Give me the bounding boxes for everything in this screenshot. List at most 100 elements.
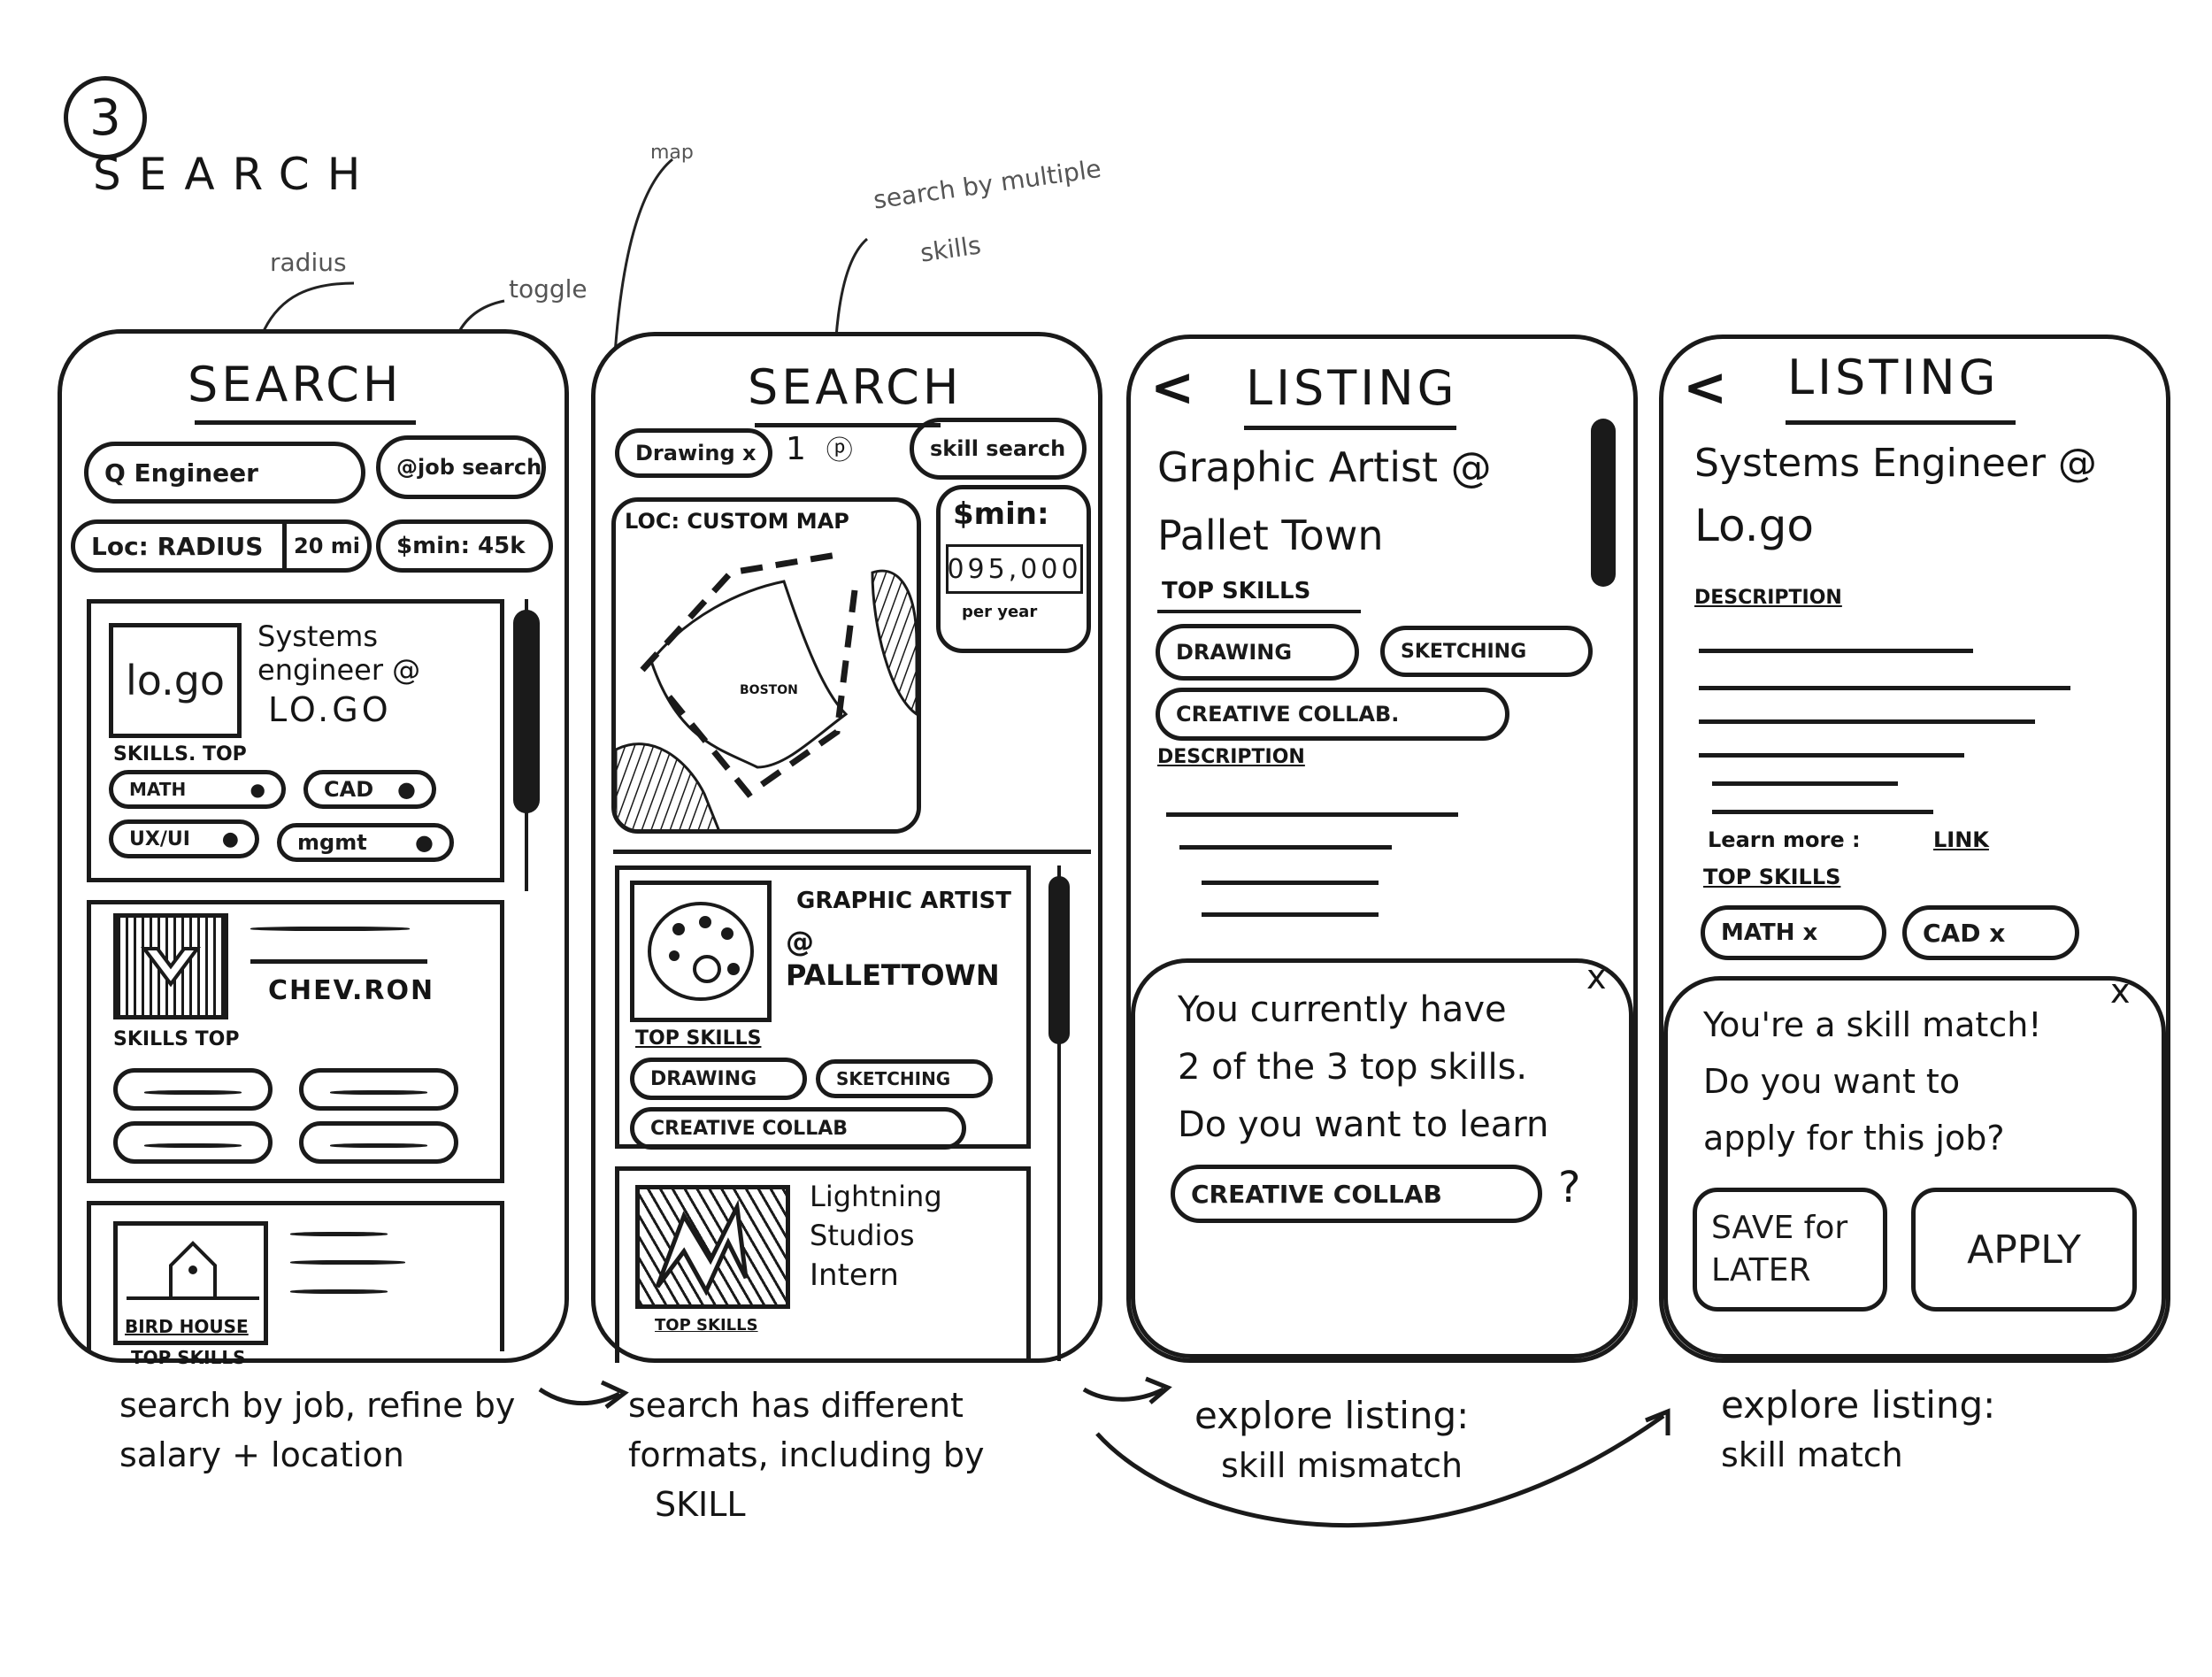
note-toggle: toggle — [509, 274, 588, 304]
salary-input[interactable]: 095,000 — [946, 544, 1083, 594]
close-icon[interactable]: x — [2110, 972, 2131, 1011]
skill-chip-label: CREATIVE COLLAB — [650, 1117, 849, 1140]
min-salary-panel[interactable]: $min: 095,000 per year — [936, 485, 1091, 653]
skill-chip-drawing[interactable]: DRAWING — [630, 1058, 807, 1100]
screen1-title-underline — [195, 420, 416, 425]
skill-chip-drawing[interactable]: DRAWING — [1156, 624, 1359, 681]
skill-chip-label: DRAWING — [1176, 640, 1293, 665]
skill-chip-placeholder[interactable] — [113, 1121, 273, 1164]
search-input-value: Q Engineer — [104, 458, 258, 488]
salary-label: $min: 45k — [396, 533, 526, 559]
skill-chip-cad[interactable]: CAD x — [1902, 905, 2079, 960]
card2-title-1: Lightning — [810, 1180, 942, 1213]
caption-line: explore listing: — [1194, 1394, 1470, 1437]
toggle-label: @job search — [396, 455, 542, 480]
skill-chip-mgmt[interactable]: mgmt● — [277, 823, 454, 862]
scrollbar-track[interactable] — [525, 599, 528, 891]
job-card-chevron[interactable]: CHEV.RON SKILLS TOP — [87, 900, 504, 1183]
scrollbar-track[interactable] — [1057, 865, 1061, 1361]
placeholder-line — [1166, 812, 1458, 817]
screen3-title-underline — [1244, 426, 1456, 430]
description-header: DESCRIPTION — [1157, 746, 1305, 768]
skill-chip-drawing[interactable]: Drawing x — [615, 428, 772, 478]
screen-search-skill: SEARCH Drawing x 1 ⓟ skill search LOC: C… — [591, 332, 1102, 1363]
location-radius-field[interactable]: Loc: RADIUS 20 mi — [71, 519, 372, 573]
skill-chip-placeholder[interactable] — [299, 1121, 458, 1164]
card1-title-1: GRAPHIC ARTIST — [796, 888, 1011, 914]
learn-skill-chip-creative-collab[interactable]: CREATIVE COLLAB — [1171, 1165, 1542, 1223]
screen3-title: LISTING — [1246, 360, 1458, 416]
skill-chip-label: SKETCHING — [836, 1068, 951, 1089]
job-search-toggle[interactable]: @job search — [376, 435, 546, 499]
placeholder-line — [1712, 810, 1933, 814]
skill-chip-label: CREATIVE COLLAB. — [1176, 702, 1400, 727]
placeholder-line — [1699, 719, 2035, 724]
job-title-line-1: Graphic Artist @ — [1157, 443, 1492, 491]
min-salary-field[interactable]: $min: 45k — [376, 519, 553, 573]
skill-chip-cad[interactable]: CAD● — [303, 770, 436, 809]
card1-title-1: Systems — [257, 619, 378, 653]
screen-listing-match: < LISTING Systems Engineer @ Lo.go DESCR… — [1659, 335, 2170, 1363]
salary-label: $min: — [953, 496, 1049, 532]
scrollbar-thumb[interactable] — [1591, 419, 1616, 587]
bird-house-logo: BIRD HOUSE — [113, 1221, 268, 1345]
card2-title-2: Studios — [810, 1219, 915, 1252]
skill-chip-creative-collab[interactable]: CREATIVE COLLAB — [630, 1107, 966, 1150]
caption-screen1: search by job, refine by salary + locati… — [119, 1381, 515, 1480]
caption-screen3: explore listing: skill mismatch — [1194, 1391, 1469, 1490]
palette-logo-icon — [630, 881, 772, 1022]
note-map: map — [650, 142, 694, 164]
skill-chip-creative-collab[interactable]: CREATIVE COLLAB. — [1156, 688, 1509, 741]
learn-more-link[interactable]: LINK — [1933, 827, 1989, 852]
caption-line: search has different — [628, 1386, 964, 1425]
caption-line: salary + location — [119, 1435, 404, 1474]
skill-chip-label: mgmt — [297, 830, 367, 855]
location-label: Loc: RADIUS — [91, 531, 264, 561]
skill-search-toggle[interactable]: skill search — [910, 418, 1087, 480]
skill-chip-math[interactable]: MATH x — [1701, 905, 1886, 960]
screen4-title-underline — [1786, 420, 2016, 425]
card2-company: CHEV.RON — [268, 975, 435, 1006]
close-icon[interactable]: x — [1586, 958, 1607, 996]
section-divider — [613, 850, 1091, 854]
card2-skills-header: SKILLS TOP — [113, 1028, 240, 1050]
placeholder-line — [1699, 649, 1973, 653]
skill-chip-sketching[interactable]: SKETCHING — [816, 1059, 993, 1098]
radius-value[interactable]: 20 mi — [282, 524, 367, 568]
card1-title-2: engineer @ — [257, 653, 421, 687]
bird-house-icon — [127, 1241, 259, 1300]
skill-match-popup: x You're a skill match! Do you want to a… — [1663, 972, 2166, 1358]
skill-chip-placeholder[interactable] — [299, 1068, 458, 1111]
card1-title-2: @ PALLETTOWN — [786, 925, 1000, 992]
skill-chip-ux-ui[interactable]: UX/UI● — [109, 819, 259, 858]
bird-house-label: BIRD HOUSE — [125, 1316, 249, 1337]
save-for-later-button[interactable]: SAVE for LATER — [1693, 1188, 1887, 1312]
back-chevron-icon[interactable]: < — [1683, 357, 1728, 419]
placeholder-line — [1712, 781, 1898, 786]
caption-line: explore listing: — [1721, 1383, 1996, 1427]
add-skill-slot[interactable]: 1 ⓟ — [786, 431, 853, 467]
placeholder-line — [1202, 912, 1379, 917]
back-chevron-icon[interactable]: < — [1150, 357, 1195, 419]
map-city-label: BOSTON — [740, 683, 798, 697]
skill-chip-math[interactable]: MATH● — [109, 770, 286, 809]
popup-line-3: Do you want to learn — [1178, 1104, 1549, 1145]
job-card-graphic-artist[interactable]: GRAPHIC ARTIST @ PALLETTOWN TOP SKILLS D… — [615, 865, 1031, 1150]
popup-question-mark: ? — [1558, 1163, 1581, 1212]
company-logo: lo.go — [109, 623, 242, 738]
custom-map-panel[interactable]: LOC: CUSTOM MAP BOSTON — [611, 497, 921, 834]
caption-line: formats, including by — [628, 1435, 985, 1474]
skill-chip-placeholder[interactable] — [113, 1068, 273, 1111]
caption-line: skill mismatch — [1221, 1446, 1463, 1485]
card2-title-3: Intern — [810, 1258, 899, 1293]
job-search-input[interactable]: Q Engineer — [84, 442, 365, 504]
caption-screen2: search has different formats, including … — [628, 1381, 985, 1529]
skill-chip-sketching[interactable]: SKETCHING — [1380, 626, 1593, 677]
job-card-lightning-studios[interactable]: Lightning Studios Intern TOP SKILLS — [615, 1166, 1031, 1363]
page-number-badge: 3 — [64, 76, 147, 159]
description-header: DESCRIPTION — [1694, 587, 1842, 609]
job-card-systems-engineer[interactable]: lo.go Systems engineer @ LO.GO SKILLS. T… — [87, 599, 504, 882]
job-card-bird-house[interactable]: BIRD HOUSE TOP SKILLS — [87, 1201, 504, 1368]
salary-value: 095,000 — [947, 553, 1082, 585]
apply-button[interactable]: APPLY — [1911, 1188, 2137, 1312]
